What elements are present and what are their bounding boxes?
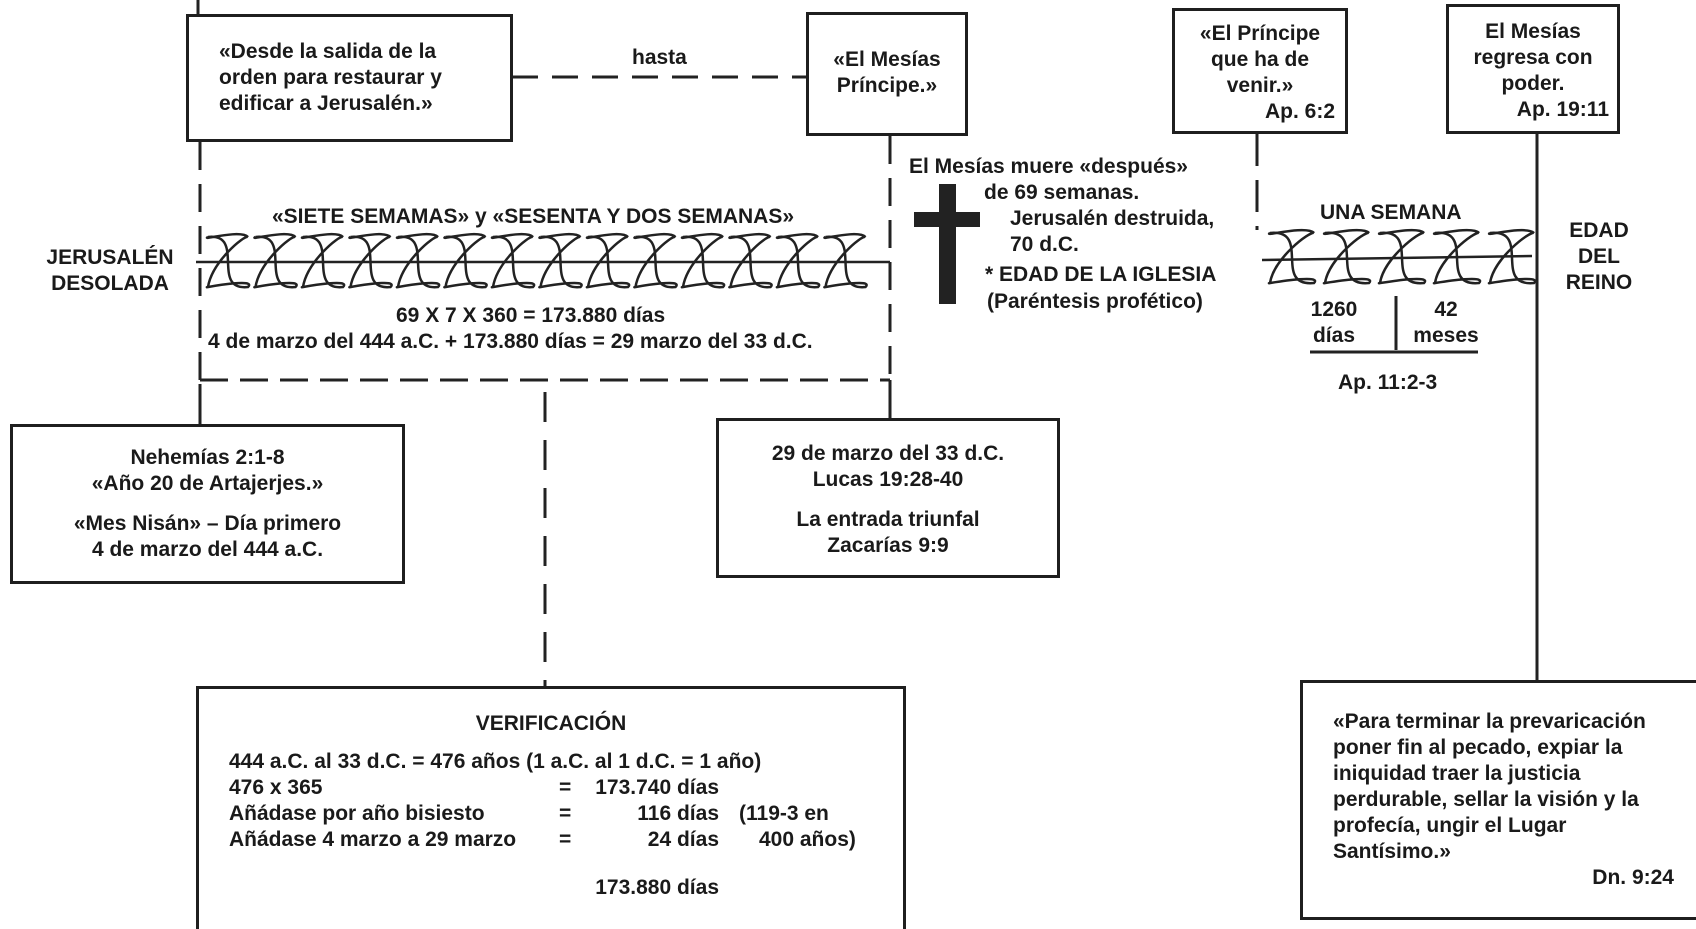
week-loop — [395, 232, 441, 289]
verification-line-1: 444 a.C. al 33 d.C. = 476 años (1 a.C. a… — [229, 750, 762, 773]
weeks-label: «SIETE SEMAMAS» y «SESENTA Y DOS SEMANAS… — [272, 205, 795, 228]
verification-box: VERIFICACIÓN 444 a.C. al 33 d.C. = 476 a… — [196, 686, 906, 929]
days-1260-line-1: 1260 — [1310, 298, 1358, 321]
prince-ref: Ap. 6:2 — [1264, 100, 1335, 123]
return-ref: Ap. 19:11 — [1516, 98, 1609, 121]
months-42-line-1: 42 — [1434, 298, 1458, 321]
week-loop — [1432, 228, 1482, 285]
daniel-line-6: Santísimo.» — [1333, 840, 1451, 863]
date-line: 4 de marzo del 444 a.C. + 173.880 días =… — [208, 330, 813, 353]
nehemiah-line-2: «Año 20 de Artajerjes.» — [91, 472, 324, 495]
destroyed-line-1: Jerusalén destruida, — [1010, 207, 1215, 230]
calc-line: 69 X 7 X 360 = 173.880 días — [396, 304, 666, 327]
destroyed-line-2: 70 d.C. — [1010, 233, 1079, 256]
week-loop — [1377, 228, 1427, 285]
week-loop — [348, 232, 393, 289]
daniel-line-2: poner fin al pecado, expiar la — [1333, 736, 1623, 759]
death-line-1: El Mesías muere «después» — [909, 155, 1188, 178]
messiah-box: «El Mesías Príncipe.» — [806, 12, 968, 136]
week-loop — [538, 232, 583, 289]
week-loop — [728, 232, 773, 289]
prince-line-3: venir.» — [1226, 74, 1294, 97]
kingdom-line-1: EDAD — [1569, 219, 1629, 242]
week-loop — [1322, 228, 1372, 285]
daniel-ref: Dn. 9:24 — [1592, 866, 1674, 889]
entry-line-1: 29 de marzo del 33 d.C. — [771, 442, 1005, 465]
week-loop — [1267, 228, 1317, 285]
week-loop — [823, 232, 868, 289]
daniel-line-5: profecía, ungir el Lugar — [1333, 814, 1567, 837]
week-loop — [633, 232, 678, 289]
week-loop — [253, 232, 298, 289]
decree-line-2: orden para restaurar y — [219, 66, 442, 89]
kingdom-line-2: DEL — [1578, 245, 1620, 268]
verification-row-1-label: 476 x 365 — [229, 776, 323, 799]
daniel-line-3: iniquidad traer la justicia — [1333, 762, 1581, 785]
week-loop — [1487, 228, 1537, 285]
verification-row-1-value: 173.740 días — [595, 776, 719, 799]
months-42-line-2: meses — [1413, 324, 1479, 347]
cross-icon — [939, 184, 956, 304]
entry-line-4: Zacarías 9:9 — [827, 534, 949, 557]
verification-row-3-label: Añádase 4 marzo a 29 marzo — [229, 828, 517, 851]
return-line-2: regresa con — [1473, 46, 1593, 69]
nehemiah-line-3: «Mes Nisán» – Día primero — [73, 512, 342, 535]
decree-box: «Desde la salida de la orden para restau… — [186, 14, 513, 142]
return-line-3: poder. — [1501, 72, 1565, 95]
week-loop — [585, 232, 631, 289]
prince-line-1: «El Príncipe — [1199, 22, 1321, 45]
week-loop — [443, 232, 488, 289]
nehemiah-line-1: Nehemías 2:1-8 — [130, 446, 285, 469]
verification-total: 173.880 días — [595, 876, 719, 899]
hasta-label: hasta — [632, 46, 687, 69]
days-1260-line-2: días — [1312, 324, 1356, 347]
week-loop — [775, 232, 821, 289]
death-line-2: de 69 semanas. — [984, 181, 1140, 204]
sixty-nine-weeks-loops — [196, 232, 890, 289]
nehemiah-box: Nehemías 2:1-8 «Año 20 de Artajerjes.» «… — [10, 424, 405, 584]
daniel-line-1: «Para terminar la prevaricación — [1333, 710, 1646, 733]
verification-row-2-label: Añádase por año bisiesto — [229, 802, 485, 825]
verification-row-3-note: 400 años) — [759, 828, 856, 851]
one-week-loops — [1261, 228, 1537, 285]
decree-line-1: «Desde la salida de la — [219, 40, 437, 63]
jerusalem-line-2: DESOLADA — [51, 272, 169, 295]
verification-row-3-value: 24 días — [647, 828, 719, 851]
return-box: El Mesías regresa con poder. Ap. 19:11 — [1446, 4, 1620, 134]
week-loop — [490, 232, 536, 289]
triumphal-entry-box: 29 de marzo del 33 d.C. Lucas 19:28-40 L… — [716, 418, 1060, 578]
verification-row-3-eq: = — [559, 828, 572, 851]
church-age: * EDAD DE LA IGLESIA — [985, 263, 1217, 286]
entry-line-2: Lucas 19:28-40 — [812, 468, 964, 491]
messiah-line-1: «El Mesías — [833, 48, 941, 71]
messiah-line-2: Príncipe.» — [836, 74, 938, 97]
one-week-label: UNA SEMANA — [1320, 201, 1462, 224]
verification-row-1-eq: = — [559, 776, 572, 799]
daniel-box: «Para terminar la prevaricación poner fi… — [1300, 680, 1696, 920]
prince-box: «El Príncipe que ha de venir.» Ap. 6:2 — [1172, 8, 1348, 134]
verification-row-2-eq: = — [559, 802, 572, 825]
prince-line-2: que ha de — [1210, 48, 1310, 71]
verification-row-2-value: 116 días — [637, 802, 719, 825]
nehemiah-line-4: 4 de marzo del 444 a.C. — [91, 538, 324, 561]
entry-line-3: La entrada triunfal — [796, 508, 980, 531]
verification-title: VERIFICACIÓN — [475, 712, 627, 735]
return-line-1: El Mesías — [1485, 20, 1581, 43]
week-loop — [205, 232, 251, 289]
week-loop — [300, 232, 346, 289]
kingdom-line-3: REINO — [1565, 271, 1633, 294]
verification-row-2-note: (119-3 en — [739, 802, 829, 825]
parenthesis-label: (Paréntesis profético) — [987, 290, 1203, 313]
rev-ref: Ap. 11:2-3 — [1338, 371, 1438, 394]
decree-line-3: edificar a Jerusalén.» — [219, 92, 433, 115]
jerusalem-line-1: JERUSALÉN — [46, 246, 174, 269]
week-loop — [680, 232, 726, 289]
daniel-line-4: perdurable, sellar la visión y la — [1333, 788, 1639, 811]
